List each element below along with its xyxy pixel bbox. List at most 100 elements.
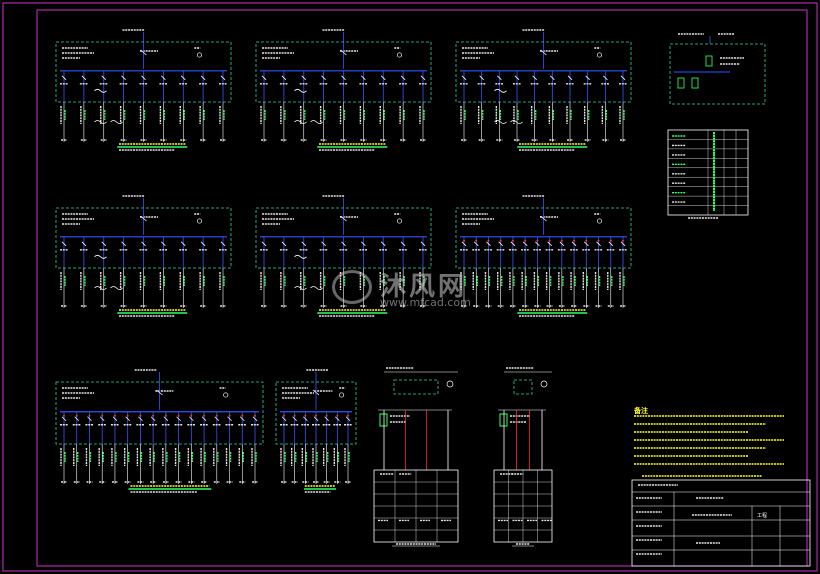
- feeder-breaker-contact: [498, 241, 503, 247]
- feeder-breaker-contact: [99, 416, 105, 422]
- feeder-red-marker: [228, 414, 231, 417]
- feeder-breaker-contact: [486, 241, 491, 247]
- feeder-breaker-contact: [532, 75, 537, 81]
- feeder-breaker-contact: [81, 241, 87, 247]
- title-block-project-name: 工程: [757, 513, 768, 519]
- feeder-red-marker: [113, 414, 116, 417]
- main-breaker-contact: [340, 49, 347, 56]
- title-block: [631, 479, 811, 567]
- feeder-breaker-contact: [620, 75, 626, 81]
- feeder-breaker-contact: [74, 416, 80, 422]
- feeder-breaker-contact: [585, 75, 590, 81]
- feeder-breaker-contact: [620, 241, 626, 247]
- contactor-green: [677, 77, 685, 89]
- feeder-red-marker: [283, 414, 285, 417]
- control-panel-enclosure: [669, 43, 766, 105]
- feeder-red-marker: [536, 239, 539, 242]
- feeder-breaker-contact: [61, 75, 67, 81]
- feeder-breaker-contact: [281, 241, 287, 247]
- feeder-breaker-contact: [161, 241, 166, 247]
- omitted-circuits-icon: [94, 254, 107, 259]
- inner-frame: [36, 9, 808, 567]
- feeder-breaker-contact: [281, 75, 287, 81]
- feeder-red-marker: [336, 414, 339, 417]
- omitted-circuits-icon: [294, 286, 323, 290]
- watermark: 沐风网 www.mfcad.com: [328, 262, 498, 312]
- feeder-breaker-contact: [227, 416, 232, 422]
- feeder-breaker-contact: [361, 75, 366, 81]
- watermark-url: www.mfcad.com: [380, 296, 471, 309]
- feeder-breaker-contact: [335, 416, 340, 422]
- feeder-breaker-contact: [341, 241, 346, 247]
- feeder-breaker-contact: [138, 416, 143, 422]
- omitted-circuits-icon: [494, 88, 507, 93]
- feeder-red-marker: [463, 239, 465, 242]
- feeder-red-marker: [215, 414, 218, 417]
- feeder-breaker-contact: [584, 241, 589, 247]
- feeder-red-marker: [315, 414, 317, 417]
- feeder-breaker-contact: [420, 75, 426, 81]
- feeder-red-marker: [88, 414, 91, 417]
- feeder-red-marker: [126, 414, 129, 417]
- feeder-breaker-contact: [301, 241, 307, 247]
- feeder-red-marker: [75, 414, 78, 417]
- feeder-breaker-contact: [321, 75, 326, 81]
- meter-icon: [596, 52, 603, 58]
- meter-icon: [223, 392, 229, 398]
- feeder-breaker-contact: [121, 75, 126, 81]
- feeder-red-marker: [63, 414, 65, 417]
- mcc-enclosure: [513, 379, 533, 395]
- feeder-breaker-contact: [303, 416, 308, 422]
- feeder-breaker-contact: [220, 75, 226, 81]
- feeder-breaker-contact: [239, 416, 245, 422]
- feeder-breaker-contact: [420, 241, 426, 247]
- feeder-breaker-contact: [261, 241, 267, 247]
- feeder-red-marker: [475, 239, 478, 242]
- meter-icon: [596, 218, 603, 224]
- watermark-logo-icon: [332, 270, 372, 304]
- feeder-breaker-contact: [559, 241, 565, 247]
- feeder-red-marker: [622, 239, 624, 242]
- feeder-red-marker: [293, 414, 296, 417]
- panel-enclosure: [55, 381, 264, 445]
- feeder-breaker-contact: [141, 241, 146, 247]
- feeder-breaker-contact: [281, 416, 287, 422]
- feeder-breaker-contact: [201, 416, 207, 422]
- feeder-breaker-contact: [189, 416, 194, 422]
- feeder-red-marker: [203, 414, 206, 417]
- omitted-circuits-icon: [94, 88, 107, 93]
- feeder-breaker-contact: [61, 416, 67, 422]
- feeder-breaker-contact: [125, 416, 130, 422]
- feeder-breaker-contact: [461, 75, 467, 81]
- mcc-enclosure: [393, 379, 439, 395]
- feeder-breaker-contact: [141, 75, 146, 81]
- feeder-breaker-contact: [112, 416, 118, 422]
- main-breaker-contact: [140, 49, 147, 56]
- feeder-red-marker: [177, 414, 180, 417]
- feeder-breaker-contact: [200, 75, 206, 81]
- feeder-red-marker: [152, 414, 155, 417]
- feeder-red-marker: [190, 414, 193, 417]
- feeder-breaker-contact: [571, 241, 577, 247]
- feeder-red-marker: [548, 239, 551, 242]
- main-breaker-contact: [140, 215, 147, 222]
- feeder-red-marker: [325, 414, 328, 417]
- contactor-green: [705, 55, 713, 67]
- feeder-breaker-contact: [400, 241, 406, 247]
- meter-icon: [396, 218, 403, 224]
- omitted-circuits-icon: [94, 286, 123, 290]
- feeder-breaker-contact: [400, 75, 406, 81]
- feeder-breaker-contact: [473, 241, 479, 247]
- omitted-circuits-icon: [494, 120, 523, 124]
- feeder-breaker-contact: [161, 75, 166, 81]
- omitted-circuits-icon: [294, 120, 323, 124]
- feeder-breaker-contact: [292, 416, 297, 422]
- main-breaker-contact: [540, 215, 547, 222]
- feeder-breaker-contact: [313, 416, 319, 422]
- main-breaker-contact: [540, 49, 547, 56]
- feeder-red-marker: [609, 239, 612, 242]
- feeder-breaker-contact: [252, 416, 258, 422]
- feeder-red-marker: [347, 414, 349, 417]
